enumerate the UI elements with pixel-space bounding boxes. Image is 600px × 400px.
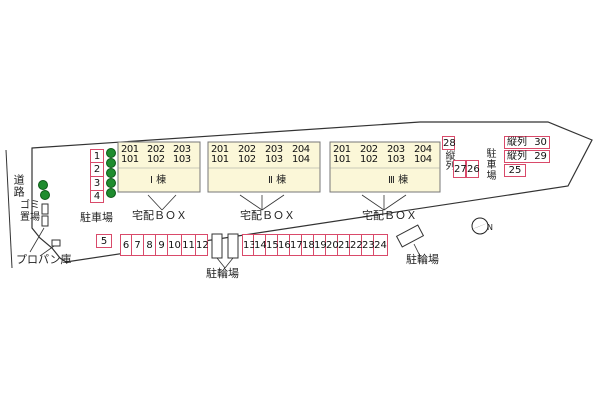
tree-icon (106, 148, 116, 158)
tree-icon (106, 158, 116, 168)
building-1-unit-203: 203 (173, 144, 191, 155)
parking-slot-21: 21 (338, 234, 351, 256)
building-2-name: Ⅱ 棟 (268, 175, 287, 186)
delivery-box-label-1: 宅配ＢＯＸ (132, 209, 187, 222)
parking-slot-26: 26 (466, 160, 480, 178)
slot-number: 29 (534, 151, 547, 162)
building-2-unit-202: 202 (238, 144, 256, 155)
bike-shelter-1 (211, 233, 223, 259)
parking-slot-5: 5 (96, 234, 112, 248)
building-1-name: Ⅰ 棟 (150, 175, 167, 186)
parking-slot-14: 14 (254, 234, 267, 256)
parking-slot-27: 27 (453, 160, 467, 178)
tree-icon (40, 190, 50, 200)
parking-slot-3: 3 (90, 177, 104, 191)
parking-slot-18: 18 (302, 234, 315, 256)
building-3-unit-204: 204 (414, 144, 432, 155)
parking-slot-13: 13 (242, 234, 256, 256)
garbage-box-2 (41, 215, 49, 227)
north-arrow-icon: N (470, 217, 493, 235)
building-3-unit-202: 202 (360, 144, 378, 155)
parking-slot-10: 10 (168, 234, 182, 256)
tandem-label: 縦列 (507, 151, 527, 162)
tree-icon (106, 178, 116, 188)
parking-slot-19: 19 (314, 234, 327, 256)
parking-slot-8: 8 (144, 234, 156, 256)
propane-box (51, 239, 61, 247)
building-3-unit-203: 203 (387, 144, 405, 155)
tree-icon (106, 168, 116, 178)
parking-left-label: 駐車場 (80, 211, 113, 224)
building-2-unit-203: 203 (265, 144, 283, 155)
propane-label: プロパン庫 (16, 253, 72, 266)
delivery-box-label-3: 宅配ＢＯＸ (362, 209, 417, 222)
building-3-unit-104: 104 (414, 154, 432, 165)
building-1-unit-201: 201 (121, 144, 139, 155)
bike-shelter-2 (227, 233, 239, 259)
building-2-outline (207, 141, 321, 193)
bike-parking-label-1: 駐輪場 (206, 267, 239, 280)
building-3-unit-102: 102 (360, 154, 378, 165)
parking-slot-24: 24 (374, 234, 388, 256)
building-3-unit-201: 201 (333, 144, 351, 155)
garbage-box-1 (41, 203, 49, 215)
building-2-unit-101: 101 (211, 154, 229, 165)
building-2-unit-102: 102 (238, 154, 256, 165)
delivery-box-pointers (147, 194, 407, 211)
parking-slot-9: 9 (156, 234, 168, 256)
parking-slot-11: 11 (182, 234, 196, 256)
bike-parking-label-2: 駐輪場 (406, 253, 439, 266)
svg-text:N: N (487, 223, 493, 232)
parking-slot-12: 12 (196, 234, 209, 256)
road-edge-line (5, 149, 13, 269)
parking-right-label: 駐車場 (484, 148, 495, 181)
building-1-unit-202: 202 (147, 144, 165, 155)
building-1-unit-101: 101 (121, 154, 139, 165)
bike-shelter-3 (395, 224, 425, 248)
parking-slot-23: 23 (362, 234, 375, 256)
tree-icon (38, 180, 48, 190)
parking-slot-20: 20 (326, 234, 339, 256)
building-2-unit-204: 204 (292, 144, 310, 155)
parking-slot-28: 28 (442, 136, 456, 150)
bike-pointer-1 (216, 257, 226, 269)
parking-slot-22: 22 (350, 234, 363, 256)
building-2-unit-104: 104 (292, 154, 310, 165)
building-2-unit-103: 103 (265, 154, 283, 165)
parking-slot-7: 7 (132, 234, 144, 256)
tree-icon (106, 188, 116, 198)
bike-pointer-2 (224, 257, 234, 269)
parking-slot-4: 4 (90, 191, 104, 203)
parking-slot-28-tandem-label: 縦列 (443, 150, 454, 170)
parking-slot-30: 縦列 30 (504, 136, 550, 149)
delivery-box-label-2: 宅配ＢＯＸ (240, 209, 295, 222)
building-2-unit-201: 201 (211, 144, 229, 155)
building-3-name: Ⅲ 棟 (388, 175, 409, 186)
tandem-label: 縦列 (507, 137, 527, 148)
slot-number: 30 (534, 137, 547, 148)
building-1-outline (117, 141, 201, 193)
building-3-unit-103: 103 (387, 154, 405, 165)
parking-slot-1: 1 (90, 149, 104, 163)
building-1-unit-103: 103 (173, 154, 191, 165)
propane-pointer (39, 245, 55, 257)
building-3-outline (329, 141, 441, 193)
parking-slot-25: 25 (504, 164, 526, 177)
parking-slot-16: 16 (278, 234, 291, 256)
parking-slot-15: 15 (266, 234, 279, 256)
parking-slot-2: 2 (90, 163, 104, 177)
building-1-unit-102: 102 (147, 154, 165, 165)
bike-pointer-3 (413, 243, 421, 257)
parking-slot-17: 17 (290, 234, 303, 256)
slot-number: 25 (508, 165, 522, 176)
building-3-unit-101: 101 (333, 154, 351, 165)
garbage-label: ゴミ置場 (20, 200, 40, 223)
parking-slot-6: 6 (120, 234, 132, 256)
garbage-pointer (29, 227, 45, 253)
parking-slot-29: 縦列 29 (504, 150, 550, 163)
road-label: 道路 (12, 174, 26, 198)
